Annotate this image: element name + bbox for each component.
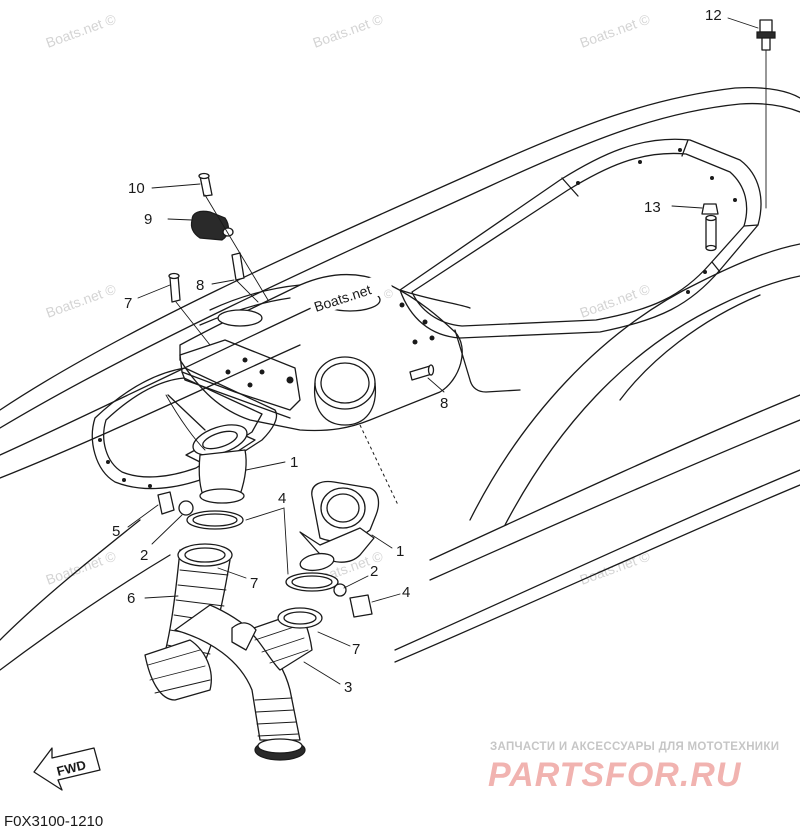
callout-8: 7 bbox=[124, 295, 132, 312]
duct-item-1-right bbox=[299, 480, 380, 572]
callout-8: 8 bbox=[440, 395, 448, 412]
callout-10: 9 bbox=[144, 211, 152, 228]
left-recess bbox=[91, 367, 278, 490]
callout-11: 10 bbox=[128, 180, 145, 197]
fastener-item-8-right bbox=[409, 364, 435, 381]
cap-item-10 bbox=[190, 210, 234, 241]
brand-logo: PARTSFOR.RU bbox=[488, 756, 742, 794]
watermark: Boats.net © bbox=[311, 10, 386, 50]
seat-frame bbox=[399, 138, 762, 393]
callout-9: 8 bbox=[196, 277, 204, 294]
watermark: Boats.net © bbox=[578, 280, 653, 320]
pin-item-9 bbox=[231, 252, 245, 281]
callout-4: 4 bbox=[402, 584, 410, 601]
duct-item-1-left bbox=[185, 424, 256, 504]
brand-tagline: ЗАПЧАСТИ И АКСЕССУАРЫ ДЛЯ МОТОТЕХНИКИ bbox=[490, 741, 779, 753]
callout-13: 13 bbox=[644, 199, 661, 216]
watermark: Boats.net © bbox=[44, 10, 119, 50]
clamp-left bbox=[157, 491, 244, 530]
clamp-right bbox=[285, 572, 373, 618]
callout-2: 2 bbox=[140, 547, 148, 564]
screw-item-11 bbox=[198, 172, 213, 197]
callouts: 12 10 9 13 8 7 8 1 1 4 5 2 bbox=[112, 7, 759, 696]
hose-item-5 bbox=[231, 607, 323, 671]
callout-4: 5 bbox=[112, 523, 120, 540]
copyright-symbol: © bbox=[384, 287, 393, 301]
hull-outline bbox=[0, 86, 800, 671]
callout-2: 2 bbox=[370, 563, 378, 580]
hose-item-6 bbox=[144, 543, 306, 761]
callout-1: 1 bbox=[396, 543, 404, 560]
fwd-arrow: FWD bbox=[33, 747, 101, 791]
callout-7: 7 bbox=[250, 575, 258, 592]
callout-1: 1 bbox=[290, 454, 298, 471]
fwd-label: FWD bbox=[55, 757, 87, 779]
callout-12: 12 bbox=[705, 7, 722, 24]
callout-7: 7 bbox=[352, 641, 360, 658]
figure-code: F0X3100-1210 bbox=[4, 813, 103, 830]
leader-lines bbox=[165, 49, 767, 451]
watermark: Boats.net © bbox=[578, 10, 653, 50]
fitting-item-12 bbox=[756, 19, 776, 51]
callout-6: 6 bbox=[127, 590, 135, 607]
callout-5: 3 bbox=[344, 679, 352, 696]
clip-item-13 bbox=[701, 203, 719, 215]
callout-3: 4 bbox=[278, 490, 286, 507]
fastener-item-8-left bbox=[168, 272, 181, 303]
watermark: Boats.net © bbox=[44, 280, 119, 320]
